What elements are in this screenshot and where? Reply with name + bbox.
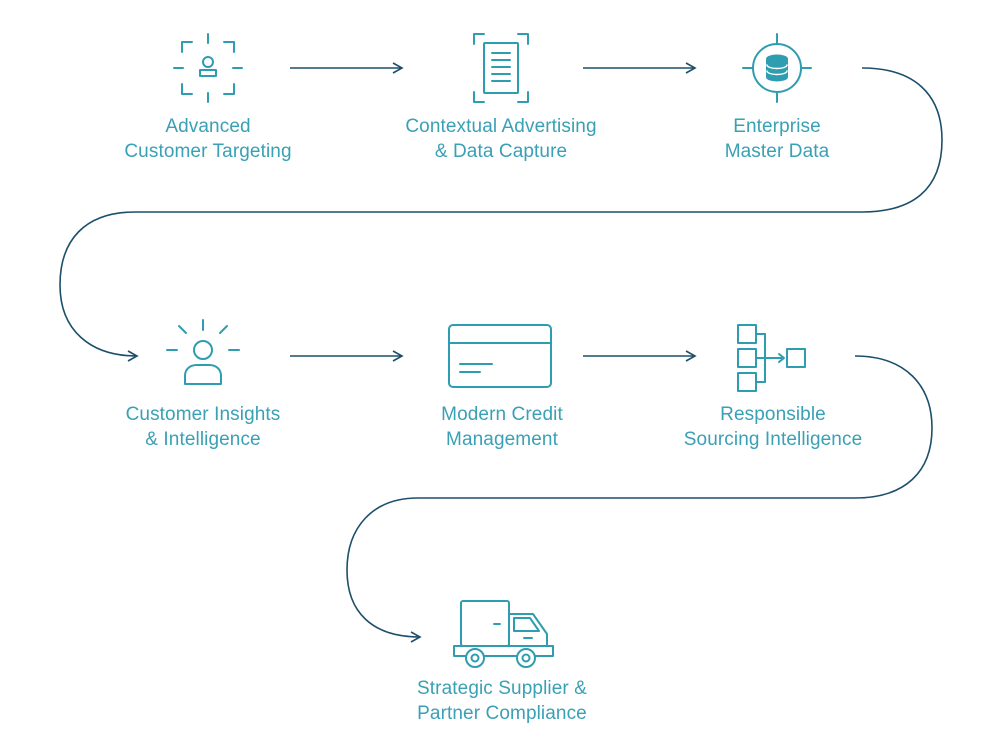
- step-label-5-line-2: Management: [446, 429, 558, 450]
- sourcing-hierarchy-icon: [737, 324, 806, 392]
- step-label-2-line-2: & Data Capture: [434, 141, 568, 162]
- document-icon: [473, 33, 529, 103]
- targeting-icon: [173, 33, 243, 103]
- connector-6-7: [346, 355, 933, 643]
- step-label-2-line-1: Contextual Advertising: [405, 116, 597, 137]
- step-label-1-line-2: Customer Targeting: [124, 141, 292, 162]
- step-label-6-line-2: Sourcing Intelligence: [683, 429, 863, 450]
- connector-3-4: [59, 67, 943, 362]
- step-label-7-line-1: Strategic Supplier &: [417, 678, 587, 699]
- user-insight-icon: [166, 319, 240, 385]
- step-label-5: Modern Credit Management: [382, 402, 622, 452]
- step-label-1-line-1: Advanced: [165, 116, 251, 137]
- step-label-1: Advanced Customer Targeting: [88, 114, 328, 164]
- credit-card-icon: [448, 324, 552, 388]
- step-label-4-line-1: Customer Insights: [125, 404, 281, 425]
- step-label-4-line-2: & Intelligence: [145, 429, 261, 450]
- step-label-5-line-1: Modern Credit: [441, 404, 563, 425]
- delivery-truck-icon: [453, 600, 554, 668]
- database-target-icon: [742, 33, 812, 103]
- step-label-4: Customer Insights & Intelligence: [83, 402, 323, 452]
- step-label-3-line-1: Enterprise: [733, 116, 821, 137]
- step-label-3-line-2: Master Data: [724, 141, 830, 162]
- step-label-6: Responsible Sourcing Intelligence: [653, 402, 893, 452]
- step-label-7: Strategic Supplier & Partner Compliance: [382, 676, 622, 726]
- step-label-7-line-2: Partner Compliance: [417, 703, 587, 724]
- step-label-3: Enterprise Master Data: [657, 114, 897, 164]
- step-label-6-line-1: Responsible: [720, 404, 826, 425]
- step-label-2: Contextual Advertising & Data Capture: [381, 114, 621, 164]
